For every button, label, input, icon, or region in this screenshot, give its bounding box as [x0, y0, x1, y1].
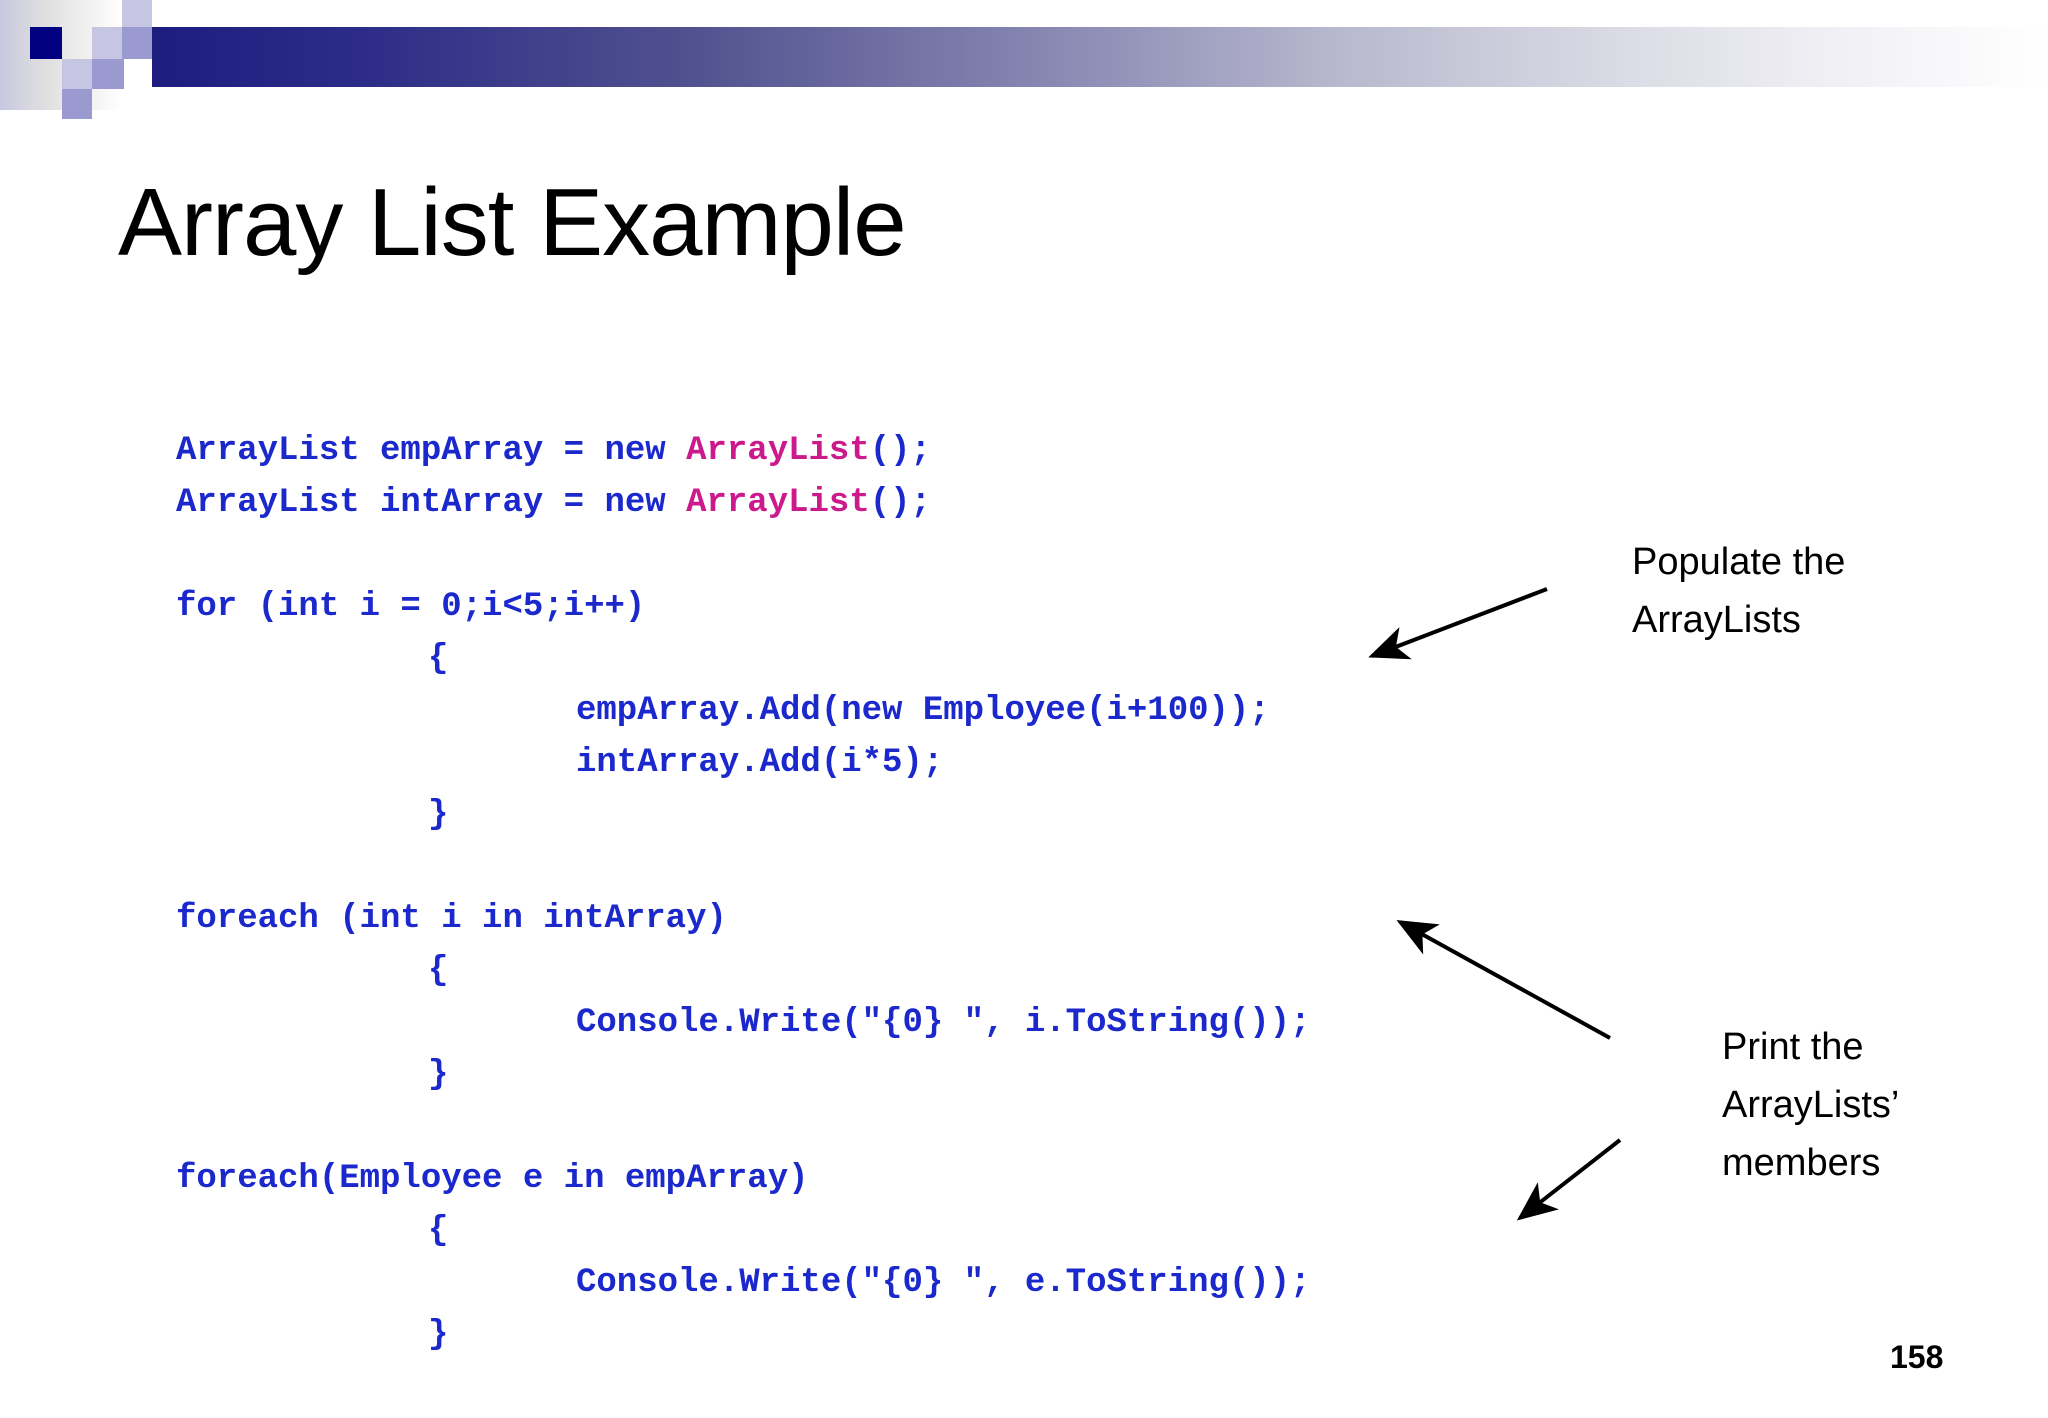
- deco-square-mid-b: [92, 59, 124, 89]
- arrow-print-upper: [1396, 920, 1611, 1040]
- code-token: }: [428, 1056, 449, 1094]
- code-line: {: [176, 633, 1311, 685]
- arrow-print-lower: [1516, 1138, 1622, 1221]
- code-token: foreach (int i in intArray): [176, 900, 727, 938]
- header-decoration: [0, 0, 2048, 130]
- code-line: empArray.Add(new Employee(i+100));: [176, 685, 1311, 737]
- code-line: intArray.Add(i*5);: [176, 737, 1311, 789]
- code-token: ();: [869, 432, 931, 470]
- code-line: for (int i = 0;i<5;i++): [176, 581, 1311, 633]
- code-token: empArray.Add(new Employee(i+100));: [576, 692, 1270, 730]
- code-token: ArrayList: [686, 432, 870, 470]
- code-token: ArrayList empArray = new: [176, 432, 687, 470]
- code-line: ArrayList empArray = new ArrayList();: [176, 425, 1311, 477]
- code-line: }: [176, 1049, 1311, 1101]
- deco-square-mid-c: [62, 89, 92, 119]
- code-line: ArrayList intArray = new ArrayList();: [176, 477, 1311, 529]
- code-line: foreach (int i in intArray): [176, 893, 1311, 945]
- code-token: ArrayList intArray = new: [176, 484, 687, 522]
- annotation-populate: Populate the ArrayLists: [1632, 541, 1846, 641]
- code-line: Console.Write("{0} ", i.ToString());: [176, 997, 1311, 1049]
- code-line: {: [176, 1205, 1311, 1257]
- code-token: ();: [869, 484, 931, 522]
- code-token: intArray.Add(i*5);: [576, 744, 944, 782]
- code-token: }: [428, 796, 449, 834]
- arrow-populate: [1368, 587, 1548, 660]
- code-line: foreach(Employee e in empArray): [176, 1153, 1311, 1205]
- code-line: [176, 1101, 1311, 1153]
- code-line: }: [176, 1309, 1311, 1361]
- code-token: Console.Write("{0} ", i.ToString());: [576, 1004, 1311, 1042]
- code-token: {: [428, 952, 449, 990]
- page-number: 158: [1890, 1339, 1944, 1375]
- code-line: }: [176, 789, 1311, 841]
- code-line: Console.Write("{0} ", e.ToString());: [176, 1257, 1311, 1309]
- code-token: for (int i = 0;i<5;i++): [176, 588, 646, 626]
- code-token: ArrayList: [686, 484, 870, 522]
- code-block: ArrayList empArray = new ArrayList();Arr…: [176, 425, 1311, 1361]
- code-token: Console.Write("{0} ", e.ToString());: [576, 1264, 1311, 1302]
- annotation-print: Print the ArrayLists’ members: [1722, 1026, 1900, 1184]
- code-line: {: [176, 945, 1311, 997]
- code-token: {: [428, 1212, 449, 1250]
- header-gradient-bar: [152, 27, 2048, 87]
- slide-title: Array List Example: [118, 169, 907, 276]
- deco-square-light-top: [122, 0, 152, 30]
- code-line: [176, 841, 1311, 893]
- deco-square-mid-a: [122, 27, 152, 59]
- deco-square-light-b: [62, 59, 92, 89]
- code-line: [176, 529, 1311, 581]
- code-token: foreach(Employee e in empArray): [176, 1160, 809, 1198]
- code-token: {: [428, 640, 449, 678]
- deco-square-navy: [30, 27, 62, 59]
- deco-square-light-a: [92, 27, 124, 59]
- code-token: }: [428, 1316, 449, 1354]
